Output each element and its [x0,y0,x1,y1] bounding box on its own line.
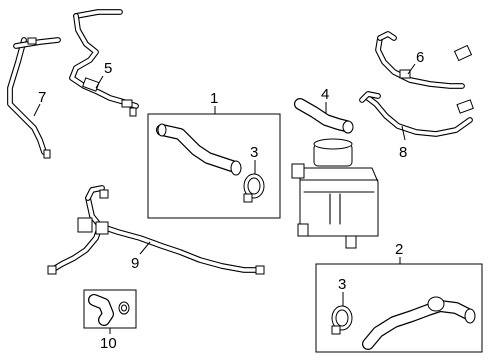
callout-3-upper: 3 [250,144,258,161]
leader-7 [33,103,41,117]
clamp-3-lower [331,305,353,335]
expansion-tank [291,138,379,249]
part-4-hose [294,98,354,134]
callout-8: 8 [399,144,407,161]
part-7-line [7,37,61,159]
part-1-box [147,113,281,219]
leader-6 [407,63,416,75]
callout-4: 4 [321,86,329,103]
part-10-fitting [88,294,130,326]
part-8-line [359,91,474,137]
part-2-hose [362,296,476,350]
leader-8 [401,125,406,141]
part-9-line [47,185,265,275]
callout-1: 1 [210,90,218,107]
callout-3-lower: 3 [338,276,346,293]
part-5-line [69,9,139,117]
callout-10: 10 [100,335,117,352]
part-6-line [375,31,473,89]
callout-7: 7 [38,89,46,106]
callout-2: 2 [395,241,403,258]
callout-9: 9 [131,255,139,272]
leader-9 [139,241,151,255]
callout-6: 6 [416,49,424,66]
part-1-hose [156,123,242,176]
leader-5 [95,75,104,89]
callout-5: 5 [104,60,112,77]
part-2-box [315,263,483,353]
clamp-3-upper [243,173,265,203]
